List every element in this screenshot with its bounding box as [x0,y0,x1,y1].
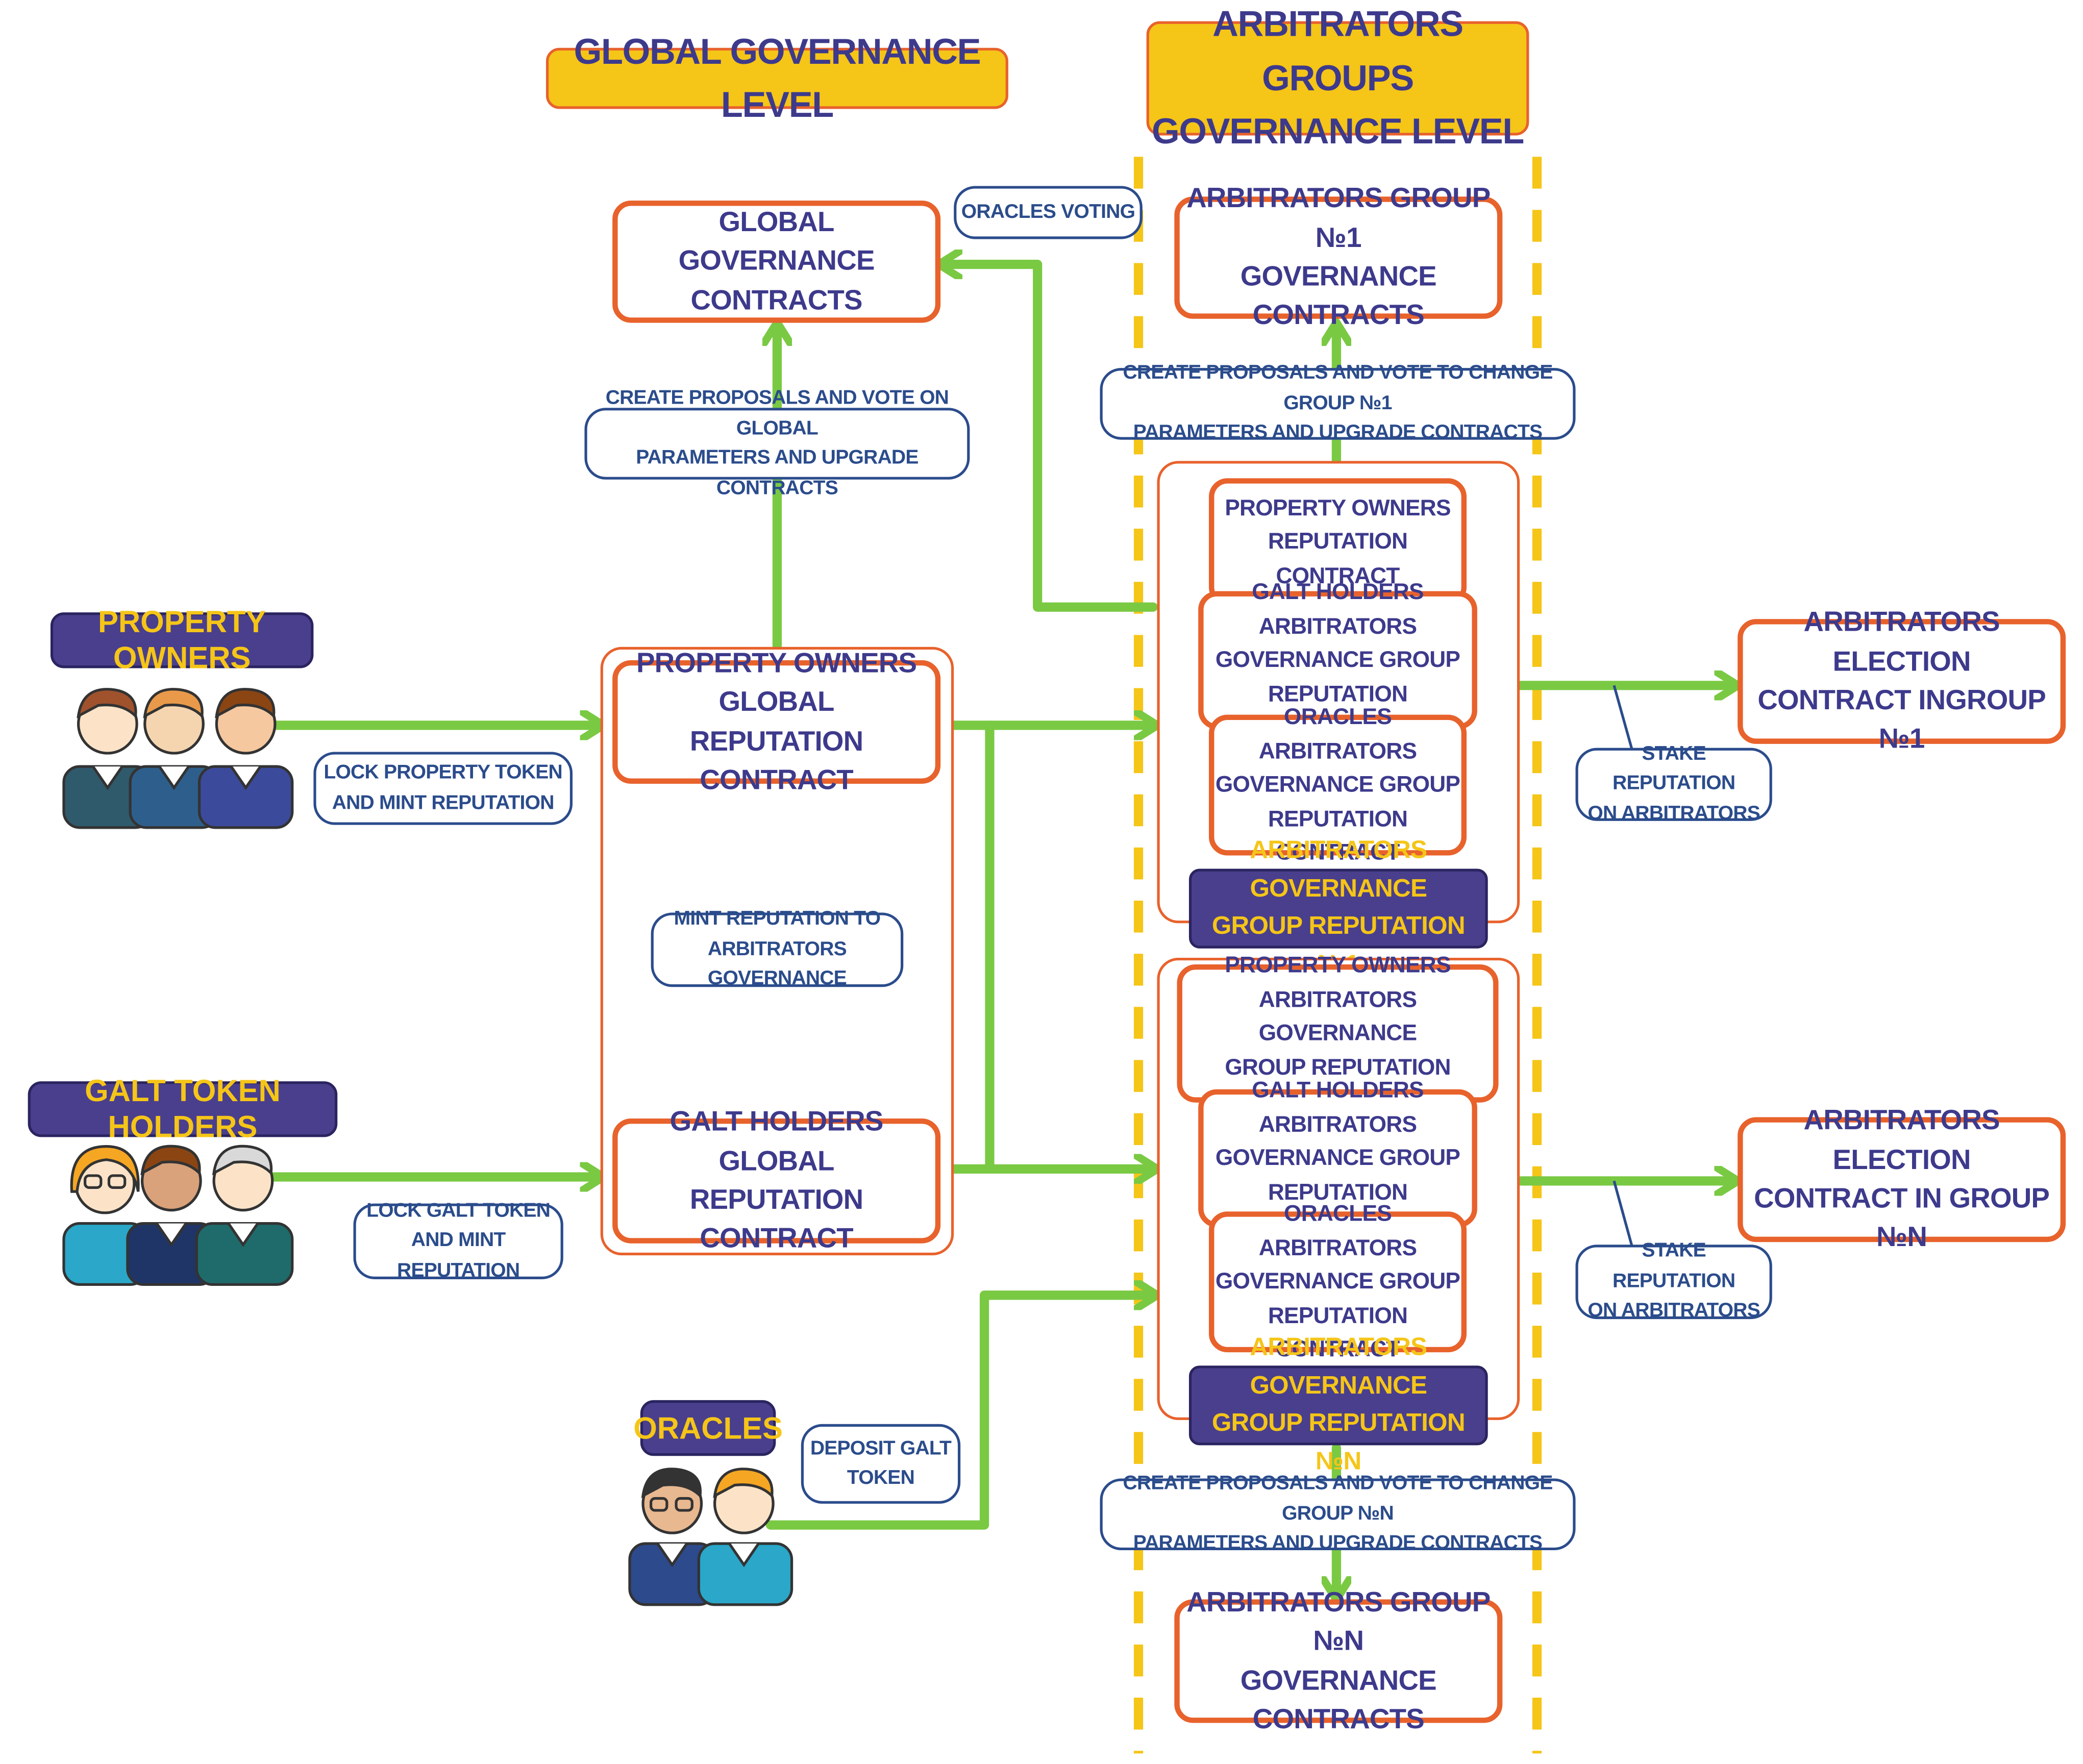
groupN-oracles-reputation-contract[interactable]: ORACLES ARBITRATORS GOVERNANCE GROUP REP… [1209,1201,1467,1362]
stakeN-pointer [1613,1180,1634,1249]
election-contract-group1[interactable]: ARBITRATORS ELECTION CONTRACT INGROUP №1 [1738,607,2066,755]
global-level-header: GLOBAL GOVERNANCE LEVEL [545,31,1008,125]
property-owners-global-reputation-contract[interactable]: PROPERTY OWNERS GLOBAL REPUTATION CONTRA… [612,648,941,796]
groupN-proposals-label: CREATE PROPOSALS AND VOTE TO CHANGE GROU… [1100,1472,1576,1555]
groups-level-header: ARBITRATORS GROUPS GOVERNANCE LEVEL [1146,4,1529,152]
deposit-galt-label: DEPOSIT GALT TOKEN [801,1424,961,1504]
arrow-oracles-deposit [765,1295,1152,1530]
arrow-oracles-voting [945,264,1158,612]
oracles-actor-label: ORACLES [633,1400,783,1456]
lock-galt-label: LOCK GALT TOKEN AND MINT REPUTATION [353,1199,563,1282]
group1-proposals-label: CREATE PROPOSALS AND VOTE TO CHANGE GROU… [1100,362,1576,444]
lock-property-label: LOCK PROPERTY TOKEN AND MINT REPUTATION [313,752,573,825]
election-contract-groupN[interactable]: ARBITRATORS ELECTION CONTRACT IN GROUP №… [1738,1106,2066,1253]
groupN-reputation-title: ARBITRATORS GOVERNANCE GROUP REPUTATION … [1188,1334,1488,1475]
property-owners-actor-label: PROPERTY OWNERS [50,605,314,675]
group1-reputation-title: ARBITRATORS GOVERNANCE GROUP REPUTATION … [1188,837,1488,978]
global-governance-contracts[interactable]: GLOBAL GOVERNANCE CONTRACTS [612,201,941,323]
oracles-group-icon [628,1468,793,1606]
stake-group1-label: STAKE REPUTATION ON ARBITRATORS [1575,742,1772,825]
global-proposals-label: CREATE PROPOSALS AND VOTE ON GLOBAL PARA… [584,387,970,499]
galt-holders-actor-label: GALT TOKEN HOLDERS [28,1073,338,1144]
mint-to-groups-label: MINT REPUTATION TO ARBITRATORS GOVERNANC… [651,908,904,990]
property-owners-group-icon [62,688,294,829]
group1-governance-contracts[interactable]: ARBITRATORS GROUP №1 GOVERNANCE CONTRACT… [1174,184,1503,331]
oracles-voting-label: ORACLES VOTING [954,186,1143,239]
stake1-pointer [1613,685,1634,753]
groupN-governance-contracts[interactable]: ARBITRATORS GROUP №N GOVERNANCE CONTRACT… [1174,1587,1503,1735]
galt-holders-global-reputation-contract[interactable]: GALT HOLDERS GLOBAL REPUTATION CONTRACT [612,1107,941,1255]
stake-groupN-label: STAKE REPUTATION ON ARBITRATORS [1575,1240,1772,1322]
galt-holders-group-icon [62,1145,294,1286]
